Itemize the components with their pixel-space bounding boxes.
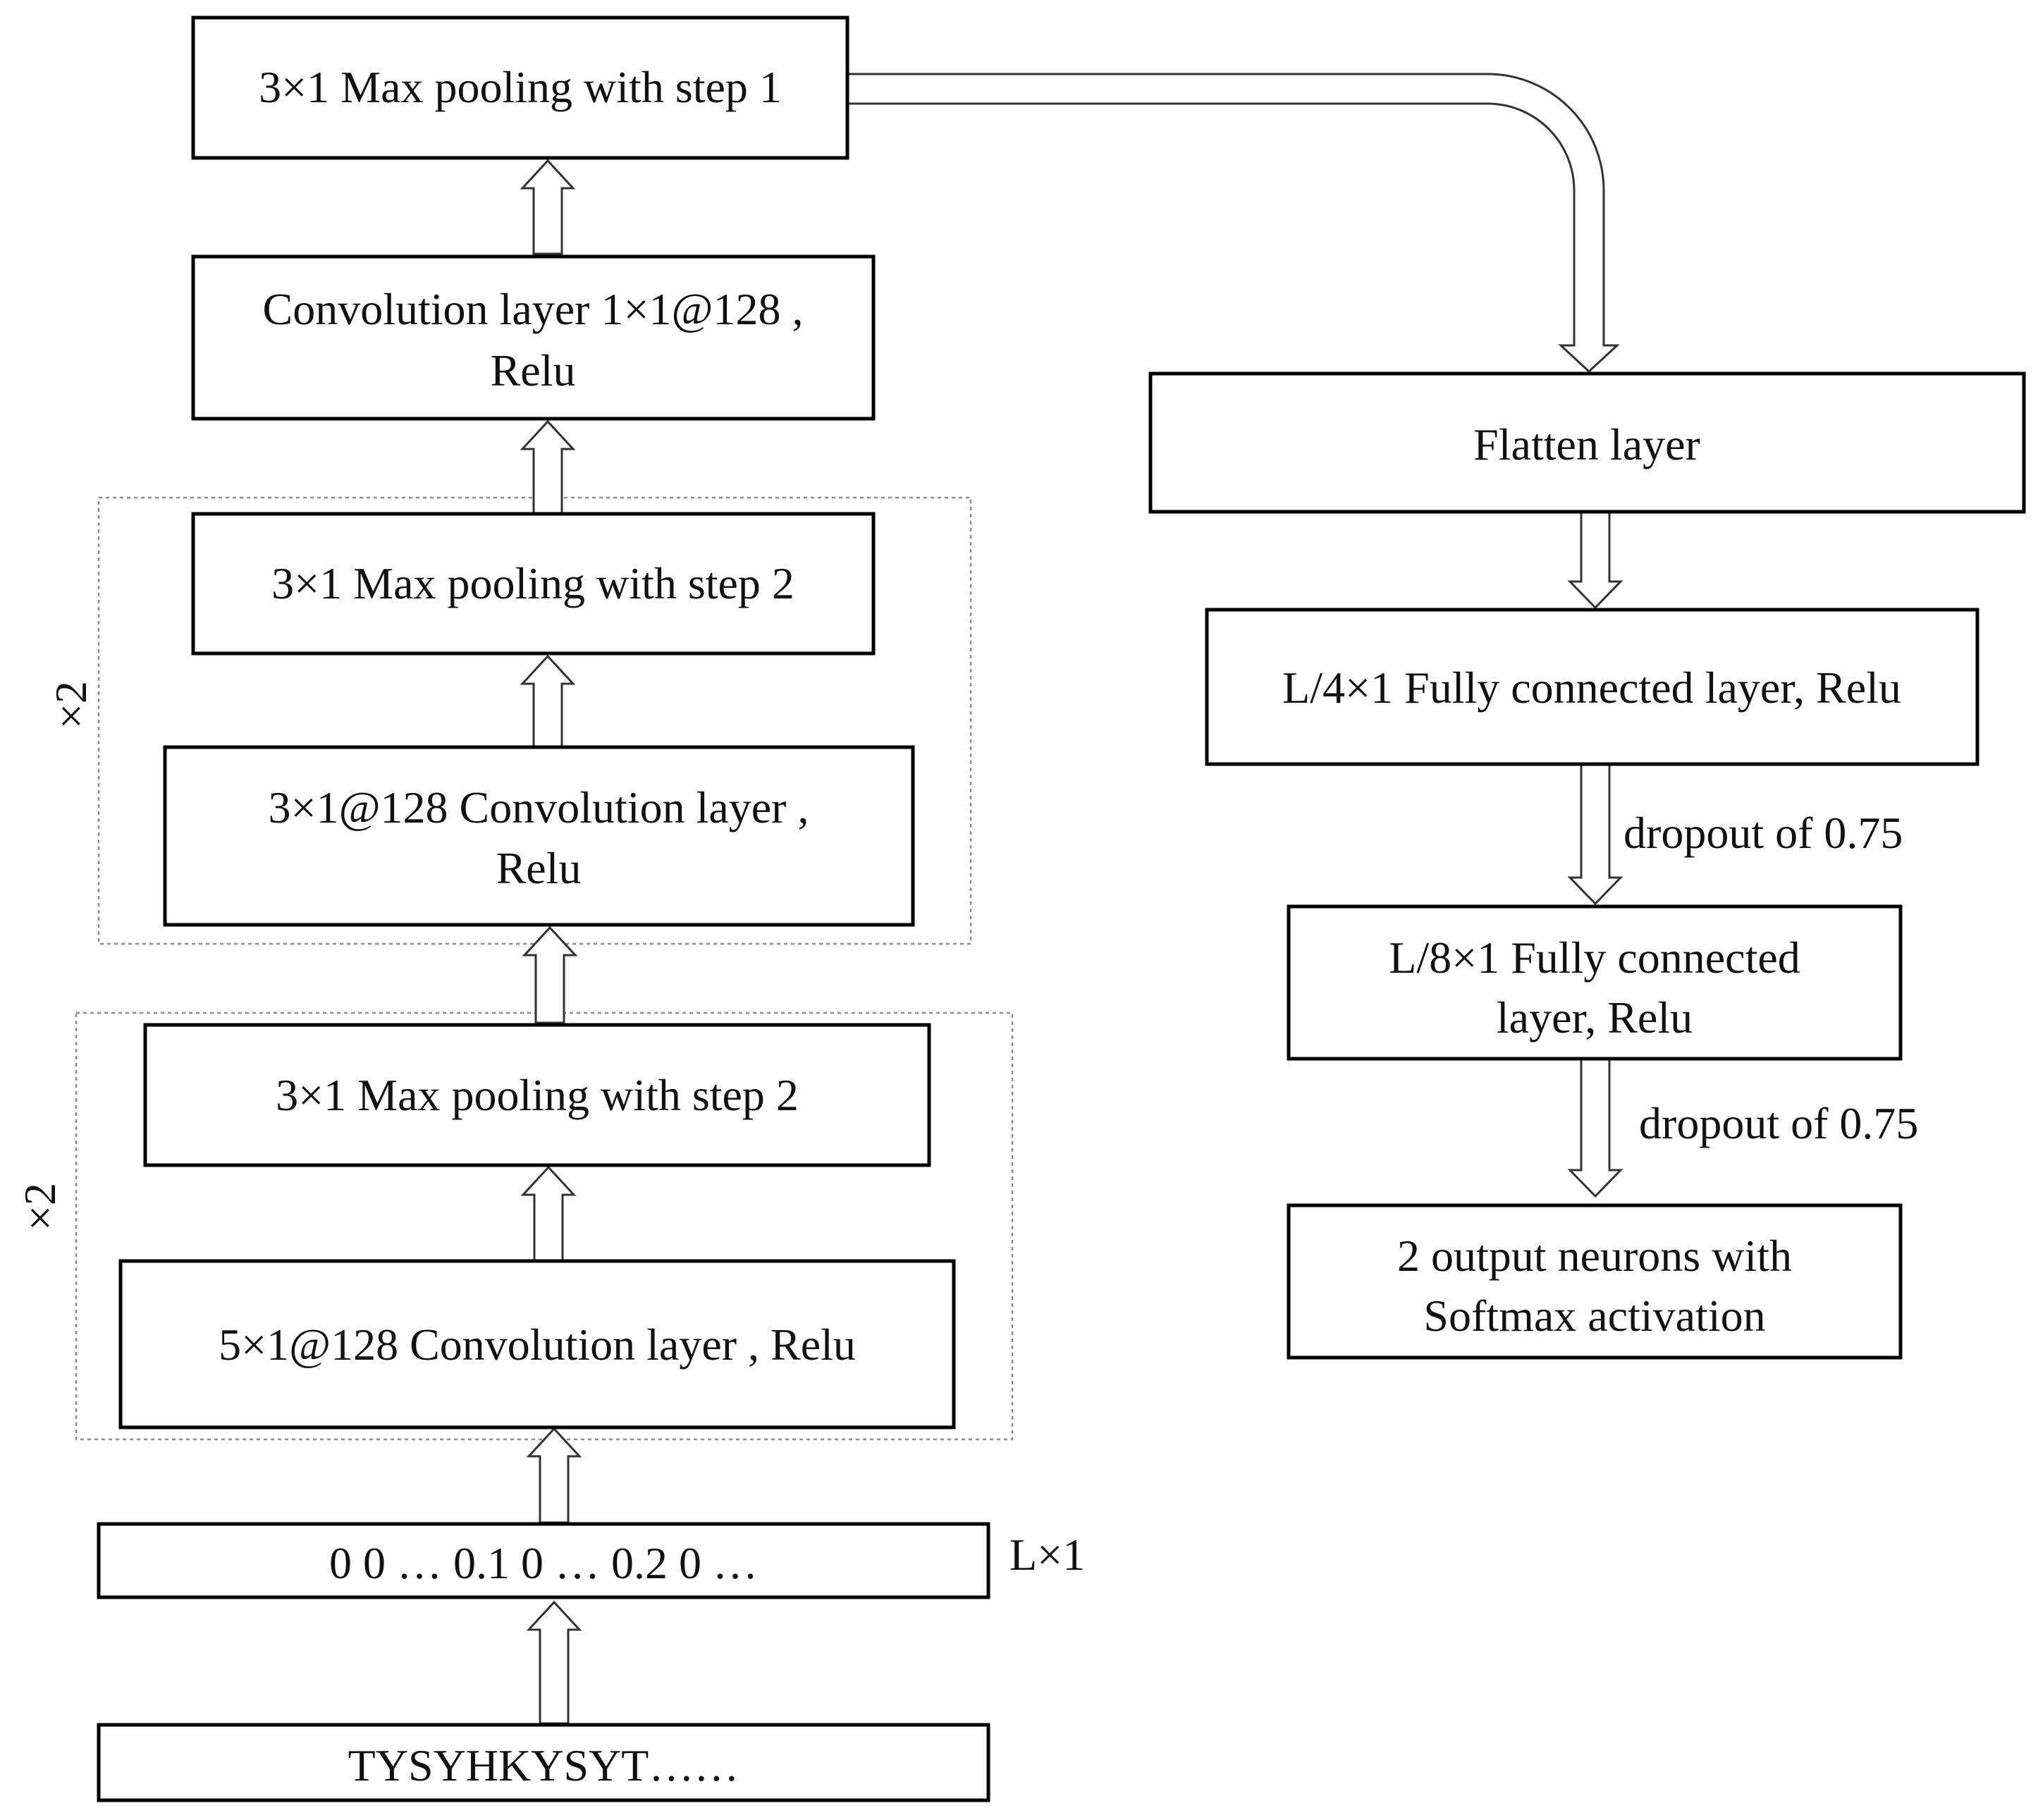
fc-l8-label-line1: L/8×1 Fully connected	[1389, 933, 1800, 983]
output-label-line1: 2 output neurons with	[1397, 1231, 1792, 1281]
arrow-encoding-to-conv5	[526, 1427, 582, 1524]
conv-1x1-label-line1: Convolution layer 1×1@128 ,	[263, 284, 804, 334]
output-box	[1287, 1203, 1903, 1360]
flatten-label: Flatten layer	[1473, 419, 1700, 469]
conv-3x1-label-line2: Relu	[496, 843, 582, 893]
pool-step2-upper-box	[191, 512, 876, 656]
dropout-2-label: dropout of 0.75	[1639, 1098, 1918, 1148]
conv-5x1-box	[118, 1259, 956, 1429]
pool-step2-upper-label: 3×1 Max pooling with step 2	[271, 558, 794, 608]
arrow-sequence-to-encoding	[526, 1600, 582, 1725]
pool-step1-box	[191, 16, 849, 160]
conv-1x1-box	[191, 254, 876, 421]
fc-l4-box	[1205, 608, 1979, 766]
arrow-flatten-to-fc-l4	[1567, 511, 1623, 610]
fc-l4-label: L/4×1 Fully connected layer, Relu	[1282, 663, 1901, 713]
pool-step2-lower-label: 3×1 Max pooling with step 2	[276, 1070, 799, 1120]
arrow-conv1-to-pool-step1	[520, 159, 576, 255]
encoding-label: 0 0 … 0.1 0 … 0.2 0 …	[329, 1538, 758, 1588]
dropout-1-label: dropout of 0.75	[1623, 808, 1903, 858]
input-shape-label: L×1	[1009, 1530, 1085, 1580]
pool-step2-lower-box	[143, 1023, 931, 1167]
conv-5x1-label: 5×1@128 Convolution layer , Relu	[219, 1320, 856, 1370]
conv-3x1-box	[163, 745, 915, 927]
arrow-pool-step1-to-flatten	[845, 73, 1620, 374]
arrow-fc-l4-to-fc-l8	[1567, 763, 1623, 906]
repeat-upper-label: ×2	[46, 681, 96, 729]
arrow-pool-upper-to-conv1	[520, 419, 576, 516]
repeat-group-upper	[97, 496, 972, 945]
flatten-box	[1148, 371, 2026, 514]
encoding-box	[97, 1522, 990, 1599]
arrow-pool-lower-to-conv3	[522, 926, 578, 1024]
output-label-line2: Softmax activation	[1423, 1291, 1765, 1341]
sequence-input-box	[97, 1723, 990, 1802]
conv-1x1-label-line2: Relu	[491, 345, 576, 395]
sequence-label: TYSYHKYSYT……	[348, 1740, 739, 1790]
pool-step1-label: 3×1 Max pooling with step 1	[259, 62, 782, 112]
arrow-conv5-to-pool-lower	[520, 1165, 577, 1262]
fc-l8-label-line2: layer, Relu	[1497, 992, 1693, 1043]
arrow-conv3-to-pool-upper	[520, 654, 576, 753]
repeat-lower-label: ×2	[15, 1183, 65, 1231]
fc-l8-box	[1287, 904, 1903, 1061]
arrow-fc-l8-to-output	[1567, 1058, 1623, 1198]
conv-3x1-label-line1: 3×1@128 Convolution layer ,	[269, 782, 809, 832]
